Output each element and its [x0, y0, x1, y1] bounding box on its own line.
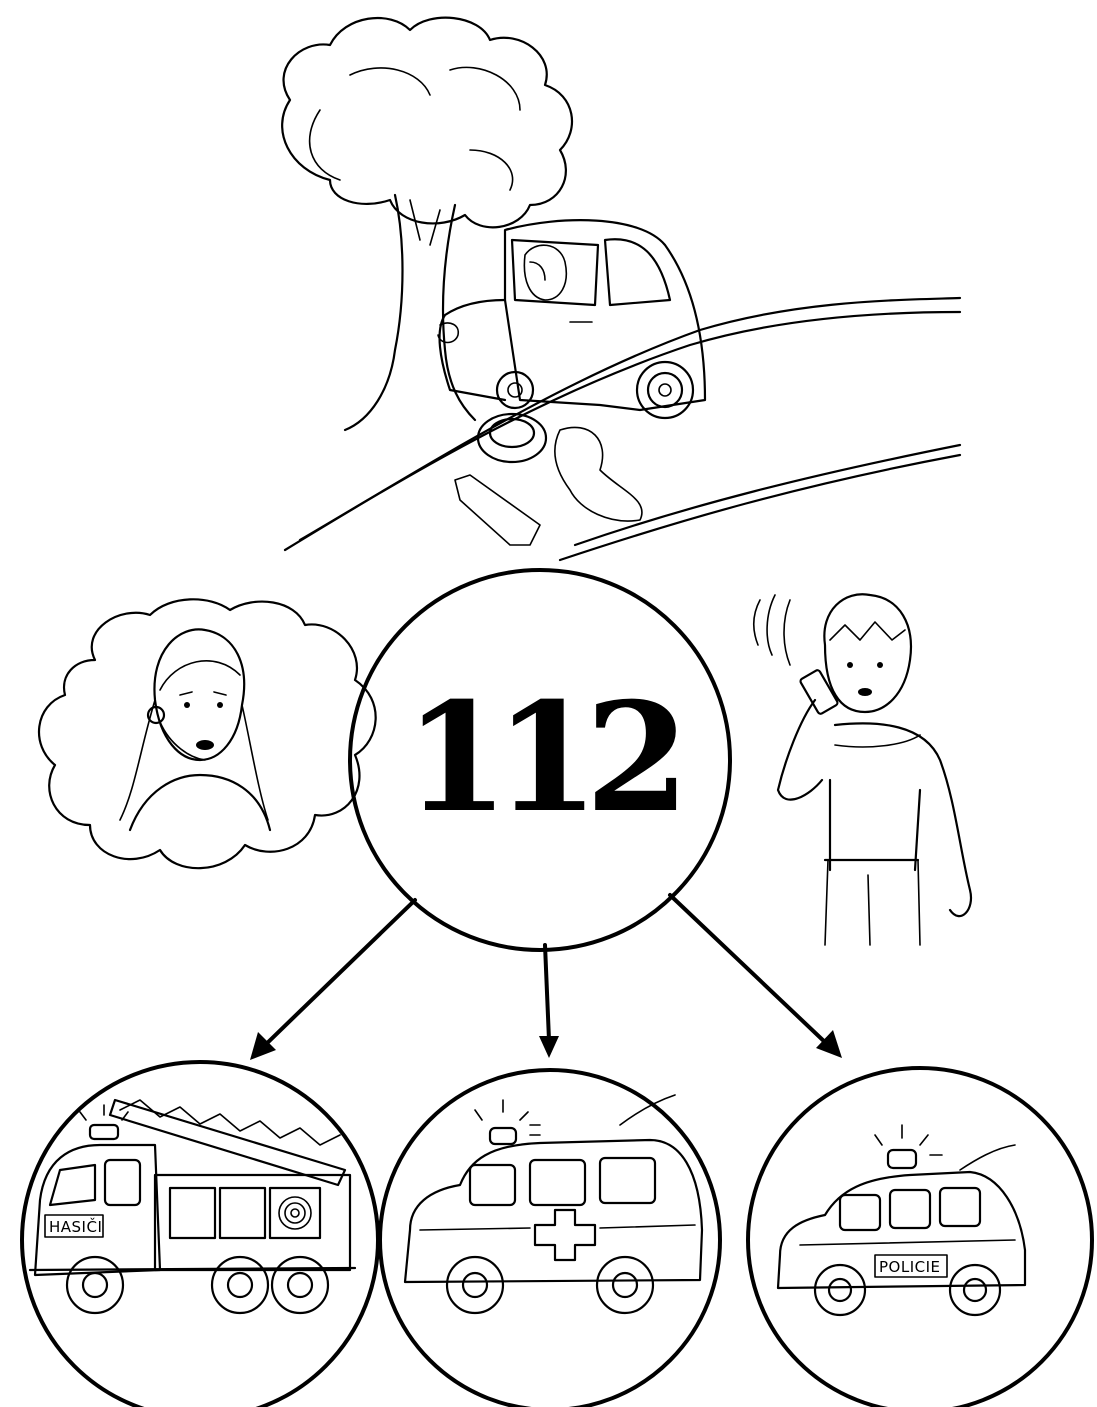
arrow-to-police — [670, 895, 828, 1045]
arrow-to-fire — [262, 900, 415, 1048]
police-car-icon: POLICIE — [778, 1125, 1025, 1315]
center-112: 112 — [350, 570, 730, 950]
emergency-number: 112 — [404, 670, 676, 846]
ambulance-circle — [380, 1070, 720, 1407]
fire-truck-icon: HASIČI — [30, 1100, 355, 1313]
crashed-car — [438, 220, 705, 545]
dispatcher-operator — [120, 629, 270, 830]
fire-truck-circle: HASIČI — [22, 1062, 378, 1407]
fire-truck-label: HASIČI — [49, 1217, 102, 1236]
arrow-to-ambulance — [545, 945, 549, 1040]
dispatch-arrows — [250, 895, 842, 1060]
police-circle: POLICIE — [748, 1068, 1092, 1407]
police-label: POLICIE — [879, 1258, 941, 1276]
crash-scene — [282, 18, 960, 560]
arrow-icon — [539, 1036, 559, 1058]
ambulance-icon — [405, 1095, 702, 1313]
arrow-icon — [816, 1030, 842, 1058]
caller-person — [754, 594, 971, 945]
dispatcher-bubble — [39, 599, 376, 868]
